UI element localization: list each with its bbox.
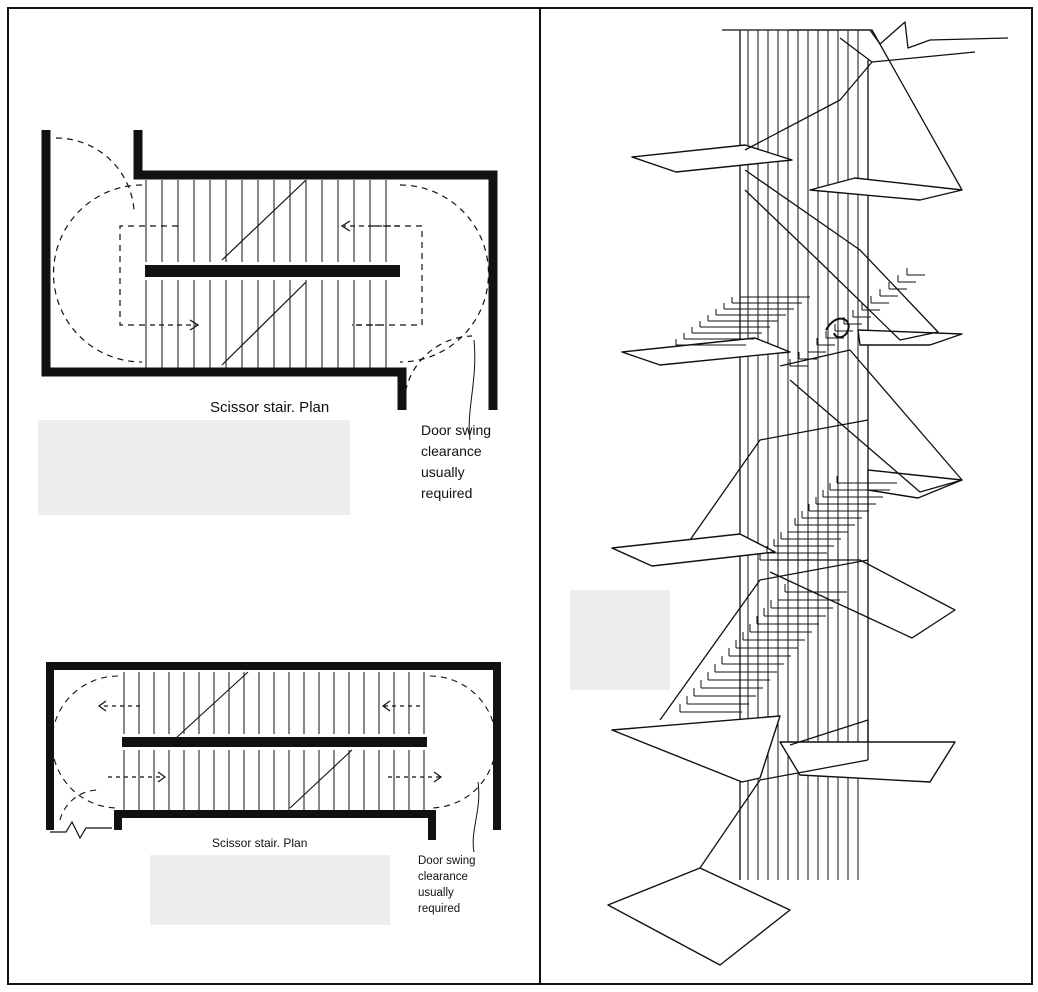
scissor-stair-axonometric [607, 21, 1009, 966]
figure-frame [7, 7, 1033, 985]
plan-top-note-line: clearance [421, 443, 482, 459]
plan-top-walls [41, 130, 498, 410]
plan-top-center-wall [145, 265, 400, 277]
axo-top-break-edge [722, 21, 1009, 49]
plan-bottom-walls [46, 662, 501, 840]
axo-flights [659, 29, 963, 869]
ghost-background [38, 420, 670, 925]
axo-stair-upper [675, 291, 810, 346]
plan-bottom-note: Door swing clearance usually required [418, 853, 518, 917]
axo-handrail-icon [825, 317, 850, 339]
plan-top-break-lines [221, 179, 307, 366]
scissor-stair-plan-top [41, 130, 498, 441]
plan-bottom-note-line: clearance [418, 871, 468, 883]
plan-bottom-note-line: usually [418, 887, 454, 899]
plan-top-note-line: Door swing [421, 422, 492, 438]
plan-bottom-landing-outlines [51, 675, 497, 821]
axo-stair-diagonal [789, 268, 925, 367]
plan-bottom-break-mark [50, 820, 112, 840]
plan-bottom-caption: Scissor stair. Plan [212, 836, 308, 850]
plan-bottom-arrowheads [97, 700, 443, 783]
plan-top-leader [468, 339, 476, 441]
plan-top-arrowheads [189, 220, 351, 331]
plan-bottom-leader [472, 781, 480, 853]
plan-top-note-line: required [421, 485, 473, 501]
plan-top-caption: Scissor stair. Plan [210, 399, 330, 416]
plan-bottom-note-line: Door swing [418, 855, 476, 867]
plan-bottom-arrows [100, 705, 440, 778]
axo-landings [607, 144, 963, 966]
axo-stair-lower [759, 476, 897, 561]
scissor-stair-plan-bottom [46, 662, 501, 853]
axo-stair-middle [679, 584, 847, 713]
plan-top-treads [145, 180, 387, 368]
plan-bottom-break-lines [175, 671, 353, 809]
plan-bottom-treads [123, 672, 425, 810]
plan-top-arrows [150, 225, 400, 326]
plan-bottom-center-wall [122, 737, 427, 747]
plan-top-note-line: usually [421, 464, 465, 480]
plan-bottom-note-line: required [418, 903, 461, 915]
plan-top-note: Door swing clearance usually required [421, 420, 531, 504]
